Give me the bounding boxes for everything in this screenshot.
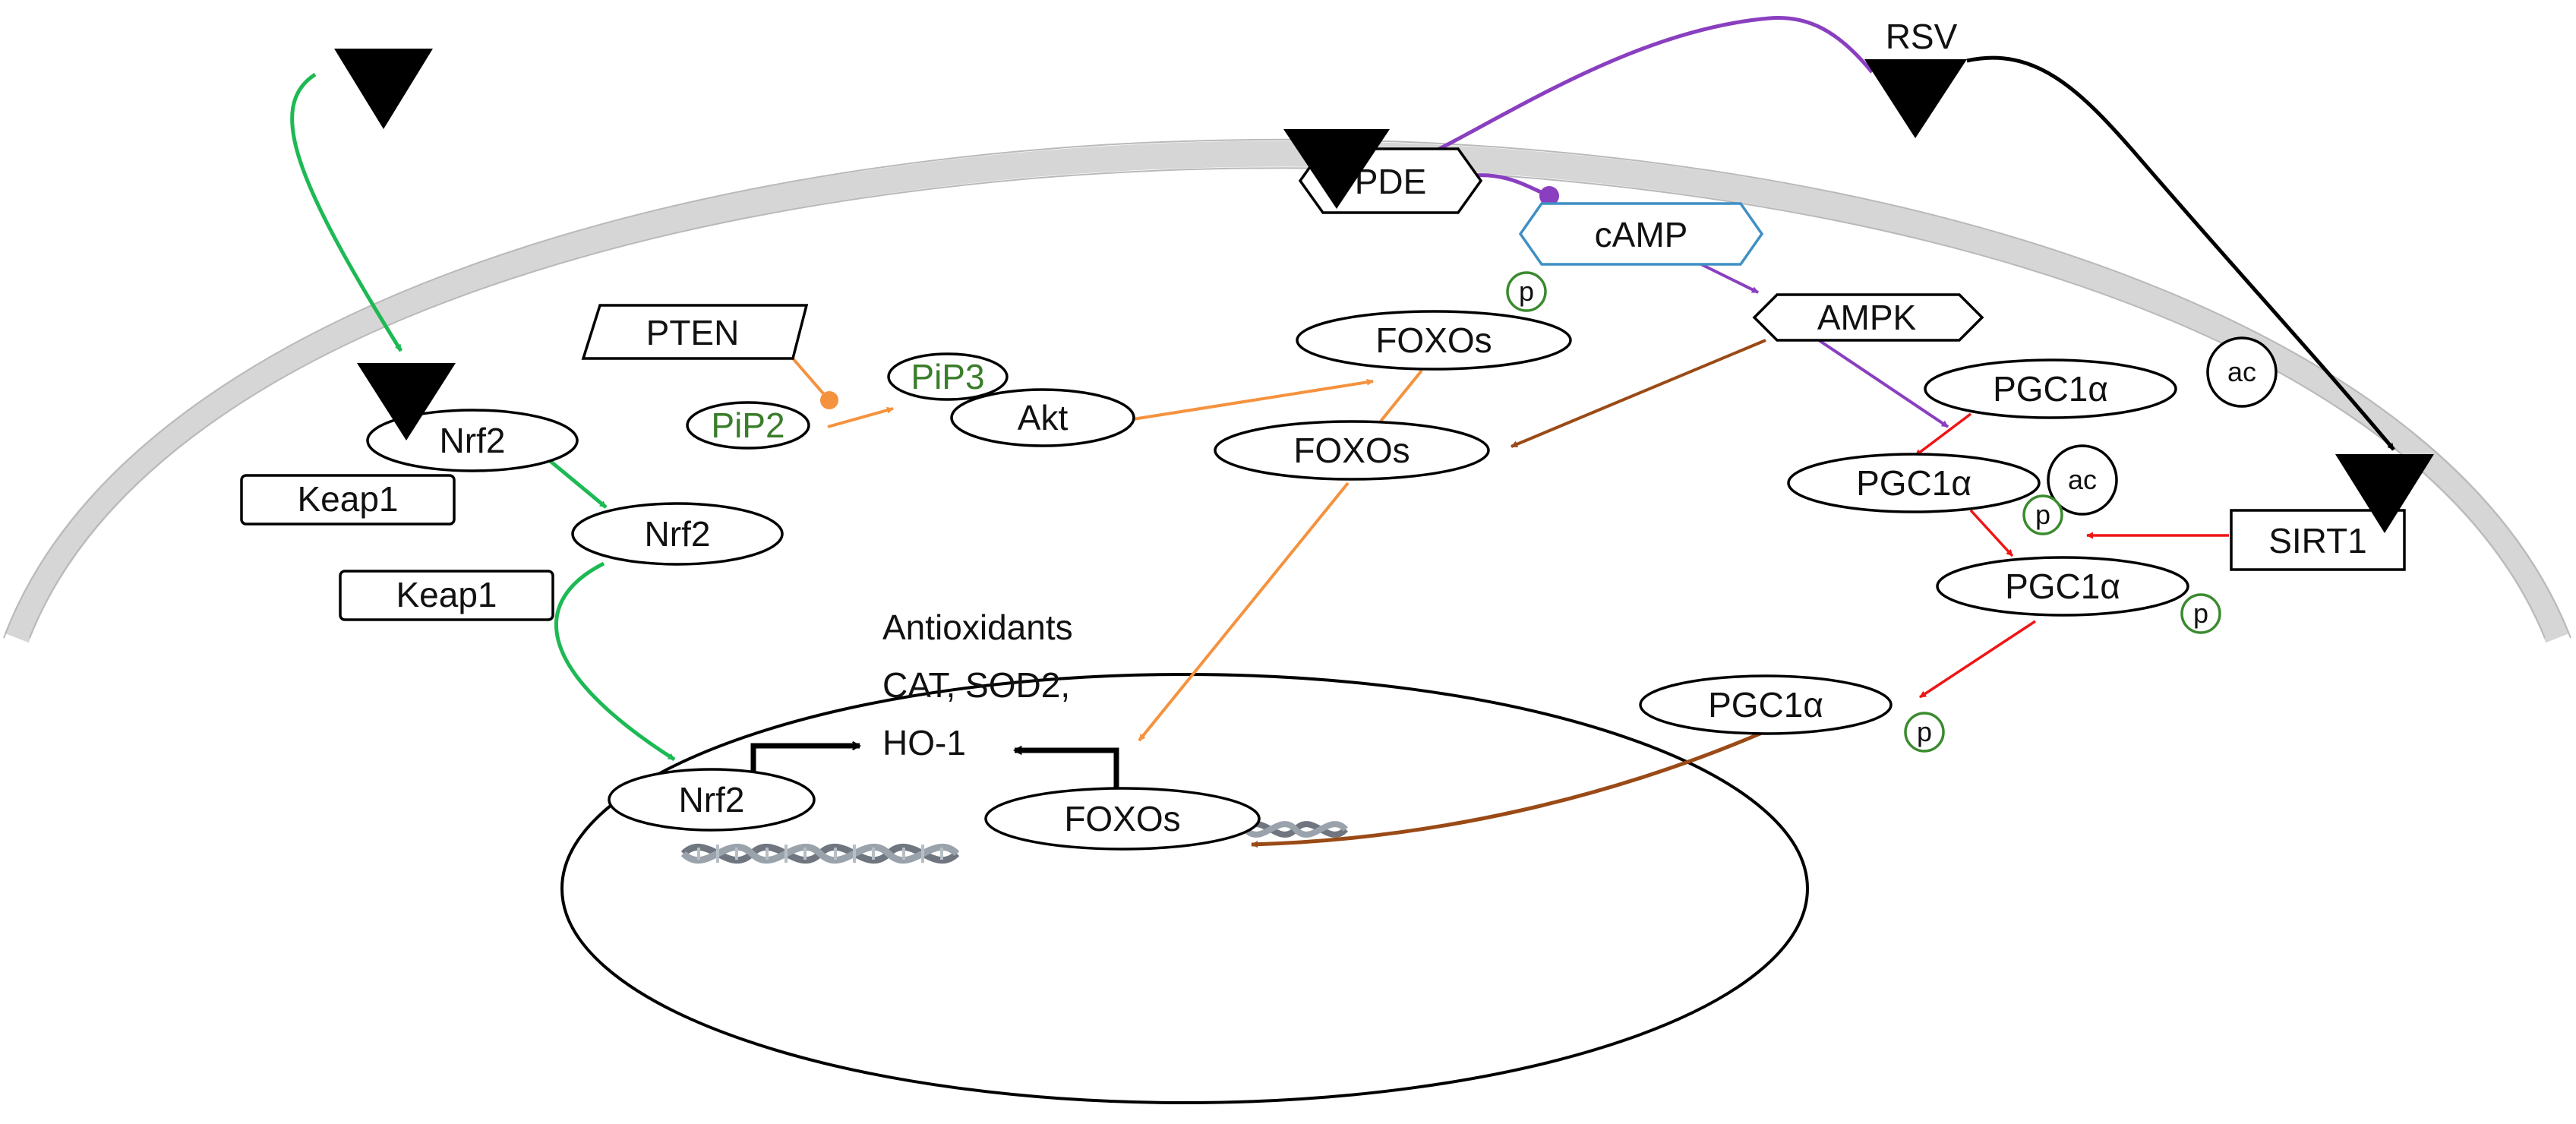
arrow-foxos-gene-expression — [1015, 750, 1119, 790]
phospho-mark: p — [2180, 593, 2221, 634]
node-nrf2-2: Nrf2 — [571, 502, 784, 566]
node-nrf2-nuclear: Nrf2 — [608, 768, 816, 832]
node-foxos-upper: FOXOs — [1296, 310, 1572, 371]
antioxidants-line-2: CAT, SOD2, — [882, 665, 1070, 705]
node-foxos-lower: FOXOs — [1214, 420, 1490, 481]
arrow-pgc1a-to-nuclear-pgc1a — [1919, 620, 2036, 699]
rsv-label: RSV — [1886, 17, 1958, 56]
triangle-marker-icon — [357, 363, 456, 440]
arrow-camp-to-ampk — [1700, 263, 1759, 294]
arrow-foxos-to-nuclear-foxos — [1138, 481, 1350, 742]
node-camp: cAMP — [1518, 202, 1764, 266]
node-akt: Akt — [950, 388, 1135, 447]
node-keap1-2-label: Keap1 — [396, 575, 497, 614]
phospho-mark-label: p — [2193, 598, 2208, 629]
node-pgc1a-3: PGC1α — [1936, 556, 2189, 617]
arrow-nrf2-to-nuclear-nrf2 — [554, 561, 676, 762]
node-keap1-2: Keap1 — [339, 570, 554, 621]
antioxidants-line-1: Antioxidants — [882, 608, 1073, 647]
cell-membrane — [5, 140, 2570, 643]
node-pten-label: PTEN — [646, 313, 740, 352]
arrow-akt-to-foxos — [1132, 378, 1374, 421]
acetyl-mark: ac — [2206, 336, 2278, 408]
acetyl-mark-label: ac — [2227, 356, 2256, 387]
inhibit-rsv-pde — [1397, 16, 1874, 171]
node-pgc1a-2-label: PGC1α — [1856, 463, 1971, 503]
phospho-mark: p — [1506, 271, 1547, 312]
arrow-pgc1a-to-foxos — [1251, 731, 1763, 848]
phospho-mark-label: p — [2035, 499, 2050, 530]
inhibit-pten-pip — [791, 357, 829, 400]
node-pgc1a-nuclear-label: PGC1α — [1708, 685, 1823, 725]
antioxidants-line-3: HO-1 — [882, 723, 966, 762]
arrow-pip2-to-pip3 — [827, 406, 894, 428]
phospho-mark-label: p — [1917, 716, 1932, 747]
triangle-marker-icon — [1864, 59, 1967, 138]
node-pip3: PiP3 — [887, 352, 1009, 401]
node-foxos-nuclear-label: FOXOs — [1064, 799, 1180, 838]
arrow-rsv-to-sirt1 — [1966, 55, 2395, 451]
node-foxos-upper-label: FOXOs — [1375, 320, 1492, 360]
node-pten: PTEN — [581, 304, 809, 360]
arrow-ampk-to-foxos — [1511, 339, 1766, 448]
node-pip3-label: PiP3 — [911, 357, 984, 396]
arrow-stimulus-to-nrf2 — [290, 72, 403, 352]
node-ampk-label: AMPK — [1817, 298, 1917, 337]
triangle-marker-icon — [1283, 129, 1390, 209]
node-akt-label: Akt — [1018, 398, 1069, 437]
arrow-pgc1a-to-pgc1a-ac — [1914, 412, 1972, 457]
node-keap1-1: Keap1 — [240, 474, 456, 526]
node-sirt1-label: SIRT1 — [2268, 521, 2367, 560]
node-pgc1a-2: PGC1α — [1787, 453, 2041, 513]
acetyl-mark-label: ac — [2068, 464, 2097, 495]
node-keap1-1-label: Keap1 — [297, 479, 398, 519]
phospho-mark: p — [1904, 712, 1945, 753]
node-foxos-lower-label: FOXOs — [1293, 431, 1410, 470]
node-pip2-label: PiP2 — [711, 406, 784, 445]
node-pgc1a-nuclear: PGC1α — [1639, 674, 1893, 735]
node-camp-label: cAMP — [1595, 215, 1688, 254]
node-pgc1a-1: PGC1α — [1924, 358, 2177, 419]
node-nrf2-1: Nrf2 — [366, 409, 579, 472]
acetyl-mark: ac — [2047, 444, 2118, 516]
triangle-marker-icon — [2335, 454, 2434, 533]
node-nrf2-2-label: Nrf2 — [645, 514, 711, 554]
inhibit-pde-camp-end — [1539, 186, 1559, 206]
node-pip2: PiP2 — [686, 401, 810, 450]
phospho-mark-label: p — [1519, 276, 1534, 307]
node-pgc1a-1-label: PGC1α — [1993, 369, 2108, 409]
arrow-foxos-to-foxos — [1375, 369, 1423, 428]
node-pgc1a-3-label: PGC1α — [2005, 567, 2120, 606]
cell-membrane-inner-edge — [29, 167, 2546, 639]
arrow-ampk-to-pgc1a — [1817, 339, 1949, 428]
nucleus — [560, 673, 1809, 1104]
dna-icon — [680, 843, 960, 864]
node-foxos-nuclear: FOXOs — [984, 787, 1261, 851]
dna-icon — [1243, 821, 1348, 838]
inhibit-pten-pip-end — [820, 391, 838, 409]
node-pde-label: PDE — [1355, 162, 1427, 201]
arrow-nrf2-to-nrf2 — [547, 458, 608, 509]
phospho-mark: p — [2022, 494, 2063, 535]
node-nrf2-nuclear-label: Nrf2 — [679, 780, 745, 819]
node-nrf2-1-label: Nrf2 — [440, 421, 506, 460]
node-ampk: AMPK — [1752, 293, 1984, 342]
node-sirt1: SIRT1 — [2230, 509, 2406, 571]
arrow-pgc1a-ac-to-pgc1a-p — [1969, 509, 2014, 557]
stimulus-triangle-icon — [334, 49, 433, 129]
